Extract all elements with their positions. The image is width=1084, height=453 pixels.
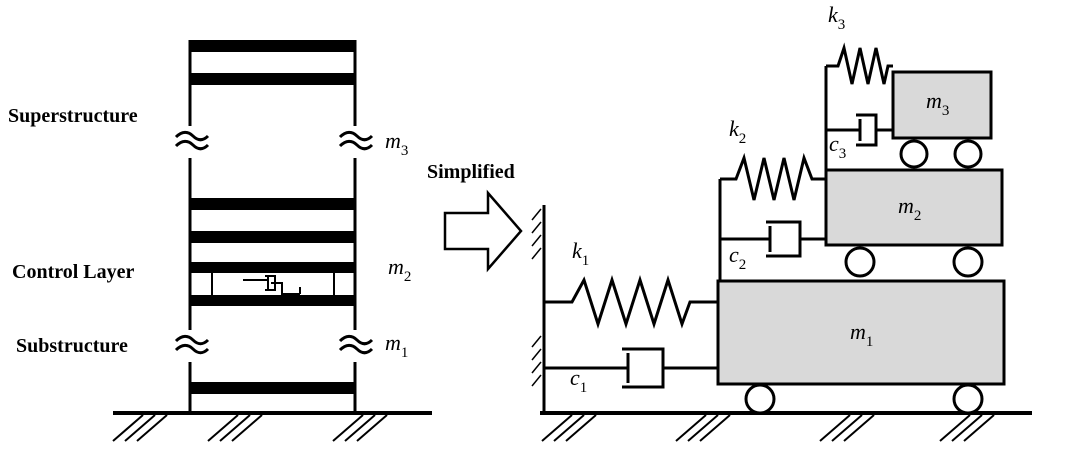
floor-slab bbox=[190, 295, 355, 306]
mechanical-model: m1 k1 c1 m2 k2 c2 m3 bbox=[531, 2, 1032, 442]
wheel-m1-right bbox=[952, 383, 984, 415]
wheel-m1-left bbox=[744, 383, 776, 415]
spring-k3-label: k3 bbox=[828, 2, 845, 33]
building-ground-hatch bbox=[112, 414, 388, 442]
mass-m3 bbox=[891, 70, 993, 140]
building-diagram: Superstructure Control Layer Substructur… bbox=[8, 40, 432, 442]
building-mass-label-m3: m3 bbox=[385, 128, 408, 159]
floor-slab bbox=[190, 73, 355, 85]
simplified-arrow: Simplified bbox=[427, 161, 523, 273]
spring-k2-label: k2 bbox=[729, 116, 746, 147]
spring-k3 bbox=[826, 42, 893, 85]
wheel-m2-right bbox=[952, 246, 984, 278]
wheel-m3-right bbox=[953, 139, 983, 169]
spring-k2 bbox=[720, 152, 826, 201]
mass-m2 bbox=[824, 168, 1004, 247]
damper-c2-label: c2 bbox=[729, 242, 746, 273]
damper-c3 bbox=[826, 113, 893, 147]
mass-m3-label: m3 bbox=[926, 88, 949, 119]
break-symbols bbox=[174, 130, 374, 355]
damper-c2 bbox=[720, 220, 826, 258]
model-ground-hatch bbox=[541, 414, 995, 442]
damper-c1-label: c1 bbox=[570, 365, 587, 396]
building-mass-label-m1: m1 bbox=[385, 330, 408, 361]
mass-m1-label: m1 bbox=[850, 319, 873, 350]
superstructure-label: Superstructure bbox=[8, 105, 138, 127]
mass-m2-label: m2 bbox=[898, 193, 921, 224]
simplified-label: Simplified bbox=[427, 161, 515, 183]
building-floor-slabs bbox=[190, 40, 355, 394]
control-layer-damper bbox=[211, 273, 335, 295]
floor-slab bbox=[190, 382, 355, 394]
damper-c3-label: c3 bbox=[829, 131, 846, 162]
building-mass-label-m2: m2 bbox=[388, 254, 411, 285]
arrow-icon bbox=[443, 189, 523, 273]
spring-k1-label: k1 bbox=[572, 238, 589, 269]
floor-slab bbox=[190, 198, 355, 210]
mass-m1 bbox=[716, 279, 1006, 386]
control-layer-label: Control Layer bbox=[12, 261, 135, 283]
floor-slab bbox=[190, 231, 355, 243]
substructure-label: Substructure bbox=[16, 335, 128, 357]
building-columns bbox=[188, 40, 357, 413]
wall-hatch bbox=[531, 208, 542, 387]
floor-slab bbox=[190, 262, 355, 273]
spring-k1 bbox=[544, 275, 718, 329]
wheel-m3-left bbox=[899, 139, 929, 169]
damper-c1 bbox=[544, 347, 718, 389]
wheel-m2-left bbox=[844, 246, 876, 278]
floor-slab bbox=[190, 40, 355, 52]
